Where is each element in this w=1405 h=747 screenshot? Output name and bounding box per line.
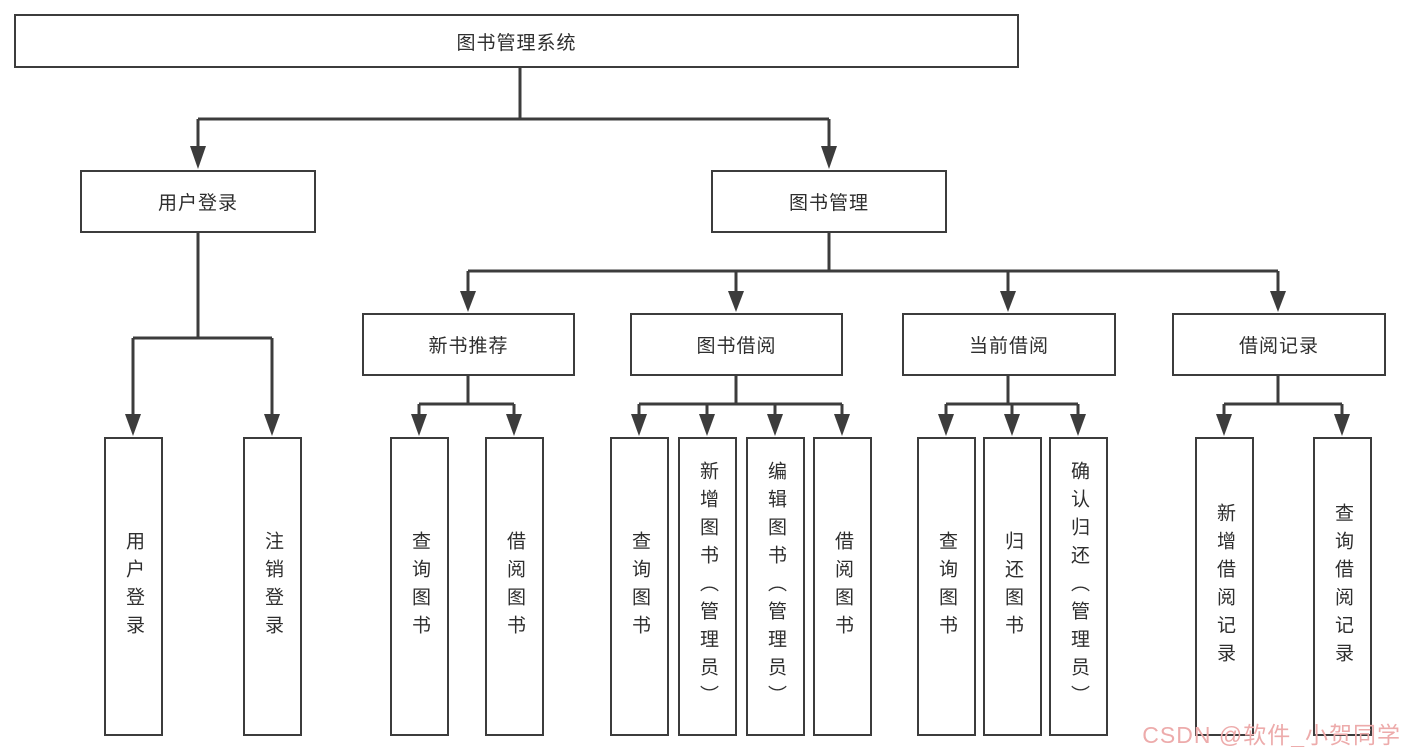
node-label: 借阅记录: [1238, 336, 1319, 357]
node-label: 新书推荐: [428, 336, 509, 357]
node-label: 图书管理系统: [456, 32, 577, 54]
leaf-label: 编辑图书（管理员）: [765, 460, 786, 713]
leaf-borrow-books: 借阅图书: [813, 437, 872, 736]
node-system-root: 图书管理系统: [14, 14, 1019, 68]
leaf-query-books: 查询图书: [610, 437, 669, 736]
leaf-query-borrow-record: 查询借阅记录: [1313, 437, 1372, 736]
node-current-borrow: 当前借阅: [902, 313, 1116, 376]
leaf-label: 新增借阅记录: [1214, 502, 1235, 671]
leaf-logout: 注销登录: [243, 437, 302, 736]
leaf-label: 查询图书: [629, 530, 650, 643]
leaf-query-books: 查询图书: [917, 437, 976, 736]
node-book-management: 图书管理: [711, 170, 947, 233]
node-label: 当前借阅: [968, 336, 1049, 357]
leaf-label: 新增图书（管理员）: [697, 460, 718, 713]
leaf-add-books-admin: 新增图书（管理员）: [678, 437, 737, 736]
leaf-label: 查询图书: [409, 530, 430, 643]
leaf-label: 用户登录: [123, 530, 144, 643]
node-borrow-records: 借阅记录: [1172, 313, 1386, 376]
leaf-label: 注销登录: [262, 530, 283, 643]
leaf-edit-books-admin: 编辑图书（管理员）: [746, 437, 805, 736]
leaf-label: 确认归还（管理员）: [1068, 460, 1089, 713]
leaf-label: 查询借阅记录: [1332, 502, 1353, 671]
leaf-label: 查询图书: [936, 530, 957, 643]
leaf-borrow-books: 借阅图书: [485, 437, 544, 736]
node-label: 图书管理: [788, 193, 869, 214]
leaf-label: 归还图书: [1002, 530, 1023, 643]
node-label: 用户登录: [157, 193, 238, 214]
leaf-confirm-return-admin: 确认归还（管理员）: [1049, 437, 1108, 736]
leaf-add-borrow-record: 新增借阅记录: [1195, 437, 1254, 736]
leaf-query-books: 查询图书: [390, 437, 449, 736]
leaf-return-books: 归还图书: [983, 437, 1042, 736]
node-label: 图书借阅: [696, 336, 777, 357]
csdn-watermark: CSDN @软件_小贺同学: [1142, 722, 1401, 747]
node-user-login: 用户登录: [80, 170, 316, 233]
leaf-label: 借阅图书: [504, 530, 525, 643]
leaf-label: 借阅图书: [832, 530, 853, 643]
node-book-borrow: 图书借阅: [630, 313, 843, 376]
leaf-user-login: 用户登录: [104, 437, 163, 736]
node-new-book-recommend: 新书推荐: [362, 313, 575, 376]
